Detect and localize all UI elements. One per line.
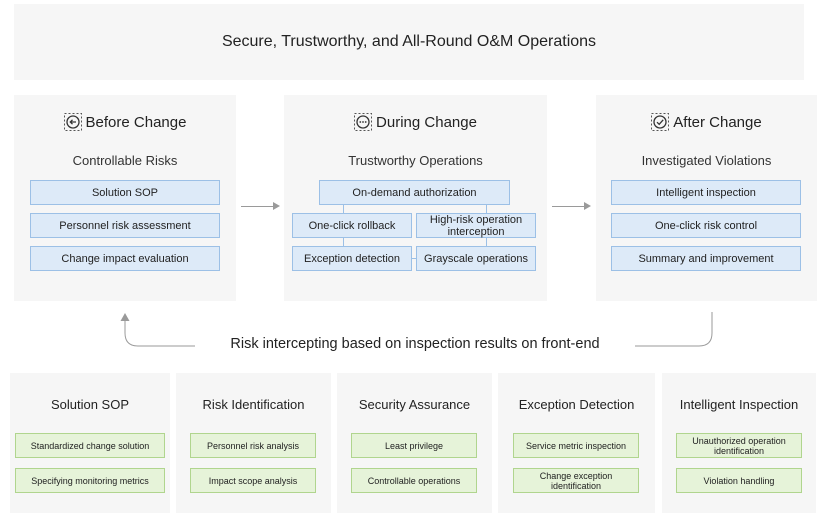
phase-header: Before Change <box>14 113 236 131</box>
column-risk-identification: Risk Identification Personnel risk analy… <box>176 373 331 513</box>
flow-arrow-1 <box>241 206 275 207</box>
phase-subtitle: Investigated Violations <box>641 153 772 168</box>
feedback-loop-label: Risk intercepting based on inspection re… <box>195 336 635 352</box>
column-title: Exception Detection <box>518 397 635 412</box>
phase-title: After Change <box>673 113 762 131</box>
connector <box>486 238 487 246</box>
phase-subtitle: Trustworthy Operations <box>348 153 483 168</box>
column-item: Unauthorized operation identification <box>676 433 802 458</box>
item-exception-detection: Exception detection <box>292 246 412 271</box>
item-intelligent-inspection: Intelligent inspection <box>611 180 801 205</box>
phase-during-change: During Change Trustworthy Operations On-… <box>284 95 547 301</box>
column-intelligent-inspection: Intelligent Inspection Unauthorized oper… <box>662 373 816 513</box>
connector <box>412 258 416 259</box>
item-personnel-risk-assessment: Personnel risk assessment <box>30 213 220 238</box>
column-item: Personnel risk analysis <box>190 433 316 458</box>
check-circle-icon <box>651 113 670 131</box>
item-one-click-rollback: One-click rollback <box>292 213 412 238</box>
column-item: Impact scope analysis <box>190 468 316 493</box>
ellipsis-circle-icon <box>354 113 373 131</box>
column-item: Change exception identification <box>513 468 639 493</box>
item-on-demand-authorization: On-demand authorization <box>319 180 510 205</box>
connector <box>343 238 344 246</box>
phase-title: Before Change <box>85 113 187 131</box>
item-high-risk-operation-interception: High-risk operation interception <box>416 213 536 238</box>
phase-header: After Change <box>596 113 817 131</box>
flow-arrow-2 <box>552 206 586 207</box>
item-change-impact-evaluation: Change impact evaluation <box>30 246 220 271</box>
column-item: Specifying monitoring metrics <box>15 468 165 493</box>
column-title: Risk Identification <box>202 397 305 412</box>
connector <box>486 205 487 213</box>
arrow-head <box>584 202 591 210</box>
item-summary-and-improvement: Summary and improvement <box>611 246 801 271</box>
phase-header: During Change <box>284 113 547 131</box>
column-item: Service metric inspection <box>513 433 639 458</box>
phase-after-change: After Change Investigated Violations Int… <box>596 95 817 301</box>
phase-subtitle: Controllable Risks <box>72 153 178 168</box>
phase-before-change: Before Change Controllable Risks Solutio… <box>14 95 236 301</box>
arrow-head <box>273 202 280 210</box>
connector <box>343 205 344 213</box>
phase-title: During Change <box>376 113 477 131</box>
diagram-title: Secure, Trustworthy, and All-Round O&M O… <box>14 4 804 80</box>
column-item: Standardized change solution <box>15 433 165 458</box>
column-title: Security Assurance <box>358 397 471 412</box>
column-security-assurance: Security Assurance Least privilege Contr… <box>337 373 492 513</box>
column-title: Intelligent Inspection <box>679 397 799 412</box>
column-item: Violation handling <box>676 468 802 493</box>
column-exception-detection: Exception Detection Service metric inspe… <box>498 373 655 513</box>
column-item: Least privilege <box>351 433 477 458</box>
column-title: Solution SOP <box>50 397 130 412</box>
left-arrow-circle-icon <box>63 113 82 131</box>
column-solution-sop: Solution SOP Standardized change solutio… <box>10 373 170 513</box>
item-one-click-risk-control: One-click risk control <box>611 213 801 238</box>
item-grayscale-operations: Grayscale operations <box>416 246 536 271</box>
column-item: Controllable operations <box>351 468 477 493</box>
item-solution-sop: Solution SOP <box>30 180 220 205</box>
